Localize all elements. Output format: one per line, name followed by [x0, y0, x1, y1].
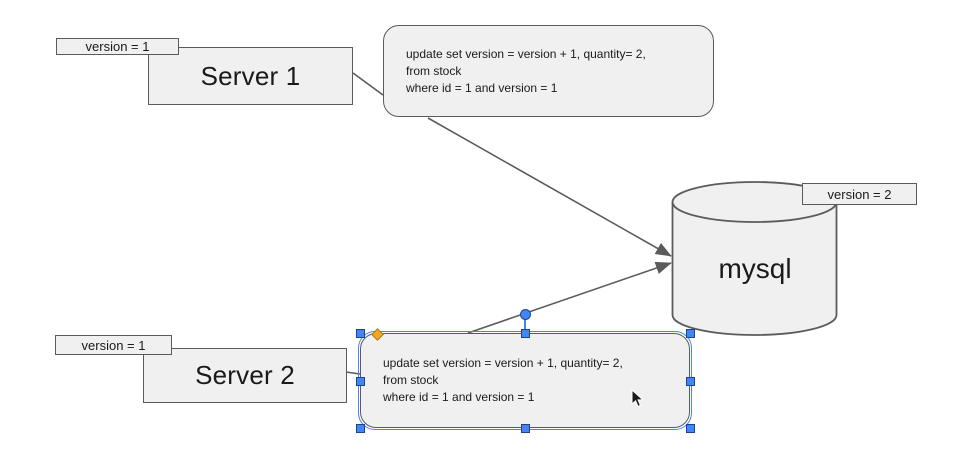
database-version-label[interactable]: version = 2: [802, 183, 917, 205]
connector-server2-query2[interactable]: [345, 371, 361, 375]
resize-handle-bottom-right[interactable]: [686, 424, 695, 433]
edge-endpoint-dot[interactable]: [520, 309, 531, 320]
server1-version-label[interactable]: version = 1: [56, 38, 179, 55]
query1-node[interactable]: update set version = version + 1, quanti…: [383, 25, 714, 117]
resize-handle-top-left[interactable]: [356, 329, 365, 338]
server2-node[interactable]: Server 2: [143, 348, 347, 403]
database-label: mysql: [718, 253, 792, 284]
resize-handle-middle-left[interactable]: [356, 377, 365, 386]
server1-node[interactable]: Server 1: [148, 47, 353, 105]
arrow-query1-database[interactable]: [427, 117, 672, 257]
arrow-query2-database[interactable]: [467, 261, 672, 334]
resize-handle-bottom-left[interactable]: [356, 424, 365, 433]
server2-version-label[interactable]: version = 1: [55, 335, 172, 355]
query2-node[interactable]: update set version = version + 1, quanti…: [360, 333, 690, 428]
mouse-cursor-icon: [631, 389, 645, 408]
connector-server1-query1[interactable]: [352, 72, 384, 96]
resize-handle-middle-right[interactable]: [686, 377, 695, 386]
resize-handle-bottom-center[interactable]: [521, 424, 530, 433]
resize-handle-top-center[interactable]: [521, 329, 530, 338]
edge-endpoint-stub: [524, 318, 526, 332]
resize-handle-top-right[interactable]: [686, 329, 695, 338]
database-cylinder-shape[interactable]: [671, 181, 838, 336]
